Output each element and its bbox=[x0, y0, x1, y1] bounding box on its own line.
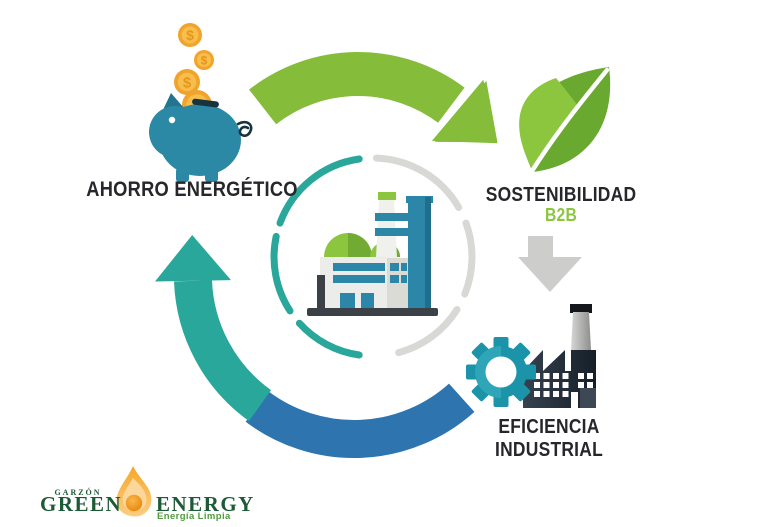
gear-icon bbox=[466, 337, 536, 407]
label-b2b: B2B bbox=[544, 205, 578, 225]
logo-tagline: Energía Limpia bbox=[157, 511, 231, 522]
leaf-icon bbox=[519, 67, 611, 174]
label-sostenibilidad: SOSTENIBILIDAD bbox=[485, 184, 637, 206]
svg-text:$: $ bbox=[186, 27, 194, 43]
coin: $ bbox=[174, 69, 200, 95]
down-arrow-icon bbox=[518, 236, 582, 292]
svg-text:$: $ bbox=[201, 54, 208, 68]
logo-green-text: GREEN bbox=[40, 492, 123, 516]
label-eficiencia: EFICIENCIA bbox=[498, 416, 600, 438]
cycle-arrow-blue-teal bbox=[155, 235, 475, 459]
dashed-progress-circle bbox=[270, 154, 476, 359]
flame-icon bbox=[116, 466, 152, 517]
label-industrial: INDUSTRIAL bbox=[495, 439, 603, 461]
label-ahorro-energetico: AHORRO ENERGÉTICO bbox=[86, 178, 298, 201]
piggy-bank-icon: $ $ $ $ bbox=[149, 23, 253, 182]
coin: $ bbox=[194, 50, 214, 70]
cycle-arrow-green bbox=[249, 52, 498, 144]
coins-icon: $ $ $ $ bbox=[174, 23, 214, 120]
logo-energy-text: ENERGY bbox=[156, 492, 255, 516]
logo-garzon-text: GARZÓN bbox=[54, 488, 102, 497]
svg-text:$: $ bbox=[183, 75, 192, 92]
eco-factory-icon bbox=[307, 192, 438, 316]
coin: $ bbox=[178, 23, 202, 47]
industrial-factory-icon bbox=[523, 304, 596, 408]
